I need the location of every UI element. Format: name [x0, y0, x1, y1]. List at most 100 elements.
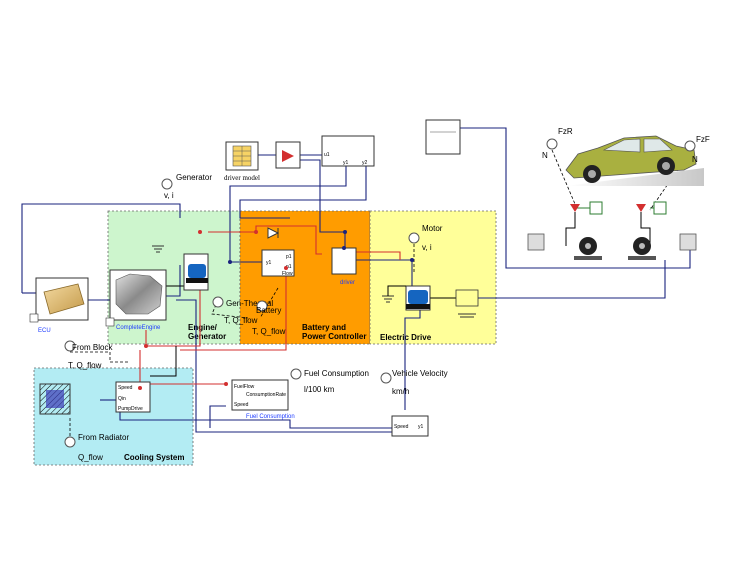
- gen-thermal-label: Gen-Thermal: [226, 299, 273, 308]
- engine-side-port: [105, 317, 115, 327]
- front-wheel-hub: [639, 243, 645, 249]
- battery-port-n1: n1: [286, 264, 292, 270]
- fzf-label: FzF: [696, 135, 710, 144]
- battery-tq-label: T, Q_flow: [252, 327, 286, 336]
- fzf-sensor-icon[interactable]: [684, 140, 696, 152]
- driver-port-u1: u1: [324, 152, 330, 158]
- gearbox-ground: [458, 313, 476, 318]
- engine-generator-title: Engine/ Generator: [188, 323, 226, 341]
- from-block-tq-label: T, Q_flow: [68, 361, 102, 370]
- car-wheel-front-hub: [588, 170, 596, 178]
- radiator-inner: [46, 390, 64, 408]
- battery-block[interactable]: [261, 249, 295, 277]
- fzr-sensor-icon[interactable]: [546, 138, 558, 150]
- port-dots: [138, 230, 288, 390]
- motor-sensor-icon[interactable]: [408, 232, 420, 244]
- front-axle: [640, 212, 651, 246]
- front-brake-icon: [679, 233, 697, 251]
- driver-controller-block[interactable]: [321, 135, 375, 167]
- from-radiator-sensor-icon[interactable]: [64, 436, 76, 448]
- thermal-engine-gen: [145, 290, 201, 347]
- ecu-small-port: [29, 313, 39, 323]
- driver-to-battery-bus: [296, 159, 346, 248]
- driver-y2-down: [239, 166, 367, 219]
- consumption-rate-label: ConsumptionRate: [246, 392, 286, 398]
- battery-dash: [259, 287, 279, 319]
- fuel-consumption-block-name: Fuel Consumption: [246, 414, 295, 420]
- battery-drive-link: [356, 251, 401, 260]
- rear-wheel-hub: [585, 243, 591, 249]
- pump-drive-block[interactable]: [115, 381, 151, 413]
- motor-vi-label: v, i: [422, 243, 432, 252]
- engine-icon: [115, 273, 163, 315]
- battery-port-y1: y1: [266, 260, 272, 266]
- from-block-sensor-icon[interactable]: [64, 340, 76, 352]
- fuel-unit-label: l/100 km: [304, 385, 335, 394]
- bottom-return: [176, 299, 392, 433]
- generator-sensor-icon[interactable]: [161, 178, 173, 190]
- front-wheel-module[interactable]: [628, 201, 697, 260]
- velocity-scope-block[interactable]: [425, 119, 461, 155]
- complete-engine-label: CompleteEngine: [116, 325, 161, 331]
- front-force-triangle: [636, 204, 646, 212]
- rear-wheel-module[interactable]: [527, 201, 603, 260]
- diode-icon: [267, 227, 280, 239]
- velocity-block[interactable]: [391, 415, 429, 437]
- driver-model-gain-triangle: [282, 150, 294, 162]
- ecu-board-icon: [43, 283, 85, 315]
- battery-sensor-icon[interactable]: [256, 300, 268, 312]
- velocity-sensor-icon[interactable]: [380, 372, 392, 384]
- fuel-consumption-block[interactable]: [231, 379, 289, 411]
- driver-model-label: driver model: [224, 174, 260, 182]
- from-radiator-label: From Radiator: [78, 433, 129, 442]
- generator-ground-icon: [152, 245, 164, 253]
- signal-dots: [228, 230, 414, 264]
- fzr-dash: [551, 149, 576, 205]
- gen-battery-link: [208, 225, 322, 255]
- motor-icon: [408, 290, 428, 304]
- gearbox-icon[interactable]: [455, 289, 479, 307]
- battery-port-p1: p1: [286, 254, 292, 260]
- ecu-label: ECU: [38, 328, 51, 334]
- from-block-dash: [70, 351, 130, 363]
- thermal-battery: [180, 268, 287, 351]
- power-controller-block[interactable]: [331, 247, 357, 275]
- motor-ground-wire: [387, 285, 406, 296]
- velocity-y1-label: y1: [418, 424, 424, 430]
- battery-controller-title: Battery and Power Controller: [302, 323, 366, 341]
- front-force-box: [653, 201, 667, 215]
- motor-label: Motor: [422, 224, 443, 233]
- battery-label: Battery: [256, 306, 281, 315]
- generator-motor-icon: [188, 264, 206, 278]
- generator-vi-label: v, i: [164, 191, 174, 200]
- driver-port-y1: y1: [343, 160, 349, 166]
- driver-block-label: driver: [340, 280, 355, 286]
- front-ground-plate: [628, 256, 656, 260]
- rear-force-triangle: [570, 204, 580, 212]
- cooling-system-title: Cooling System: [124, 453, 184, 462]
- car-window: [602, 138, 641, 153]
- fuel-consumption-sensor-icon[interactable]: [290, 368, 302, 380]
- pump-speed-label: Speed: [118, 385, 133, 391]
- electric-drive-region: [369, 210, 497, 345]
- rear-brake-icon: [527, 233, 545, 251]
- cooling-pipe: [150, 346, 177, 377]
- fzr-label: FzR: [558, 127, 573, 136]
- engine-generator-title-line1: Engine/: [188, 323, 218, 332]
- velocity-speed-label: Speed: [394, 424, 409, 430]
- generator-label: Generator: [176, 173, 212, 182]
- fuel-flow-label: FuelFlow: [234, 384, 255, 390]
- gen-thermal-tq-label: T, Q_flow: [224, 316, 258, 325]
- cooling-system-region: [33, 367, 194, 466]
- gen-thermal-sensor-icon[interactable]: [212, 296, 224, 308]
- car-wheel-rear-hub: [662, 162, 670, 170]
- motor-base: [406, 304, 430, 309]
- car-window-rear: [643, 138, 673, 153]
- velocity-sensor-top: [428, 127, 691, 269]
- electric-drive-title: Electric Drive: [380, 333, 432, 342]
- velocity-unit-label: km/h: [392, 387, 409, 396]
- battery-controller-title-line1: Battery and: [302, 323, 346, 332]
- driver-port-y2: y2: [362, 160, 368, 166]
- power-controller-port-top: [342, 246, 346, 250]
